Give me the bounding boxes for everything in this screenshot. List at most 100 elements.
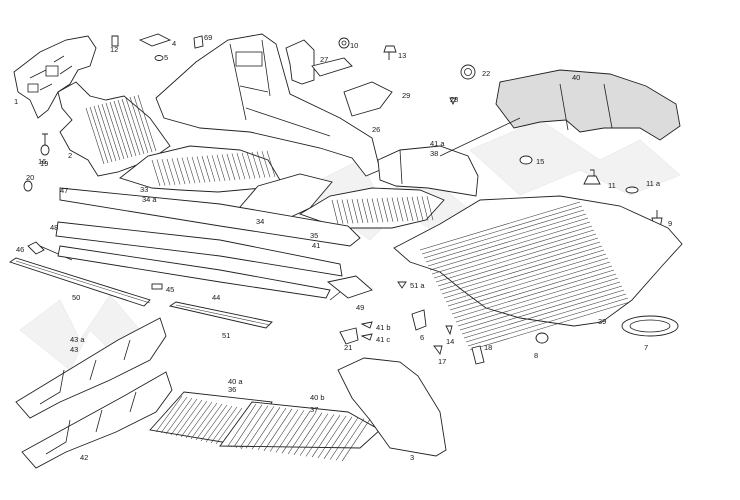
callout-c12: 12 — [110, 45, 118, 54]
callout-c47: 47 — [60, 186, 68, 195]
part-3-side-panel — [337, 357, 447, 457]
plug-11a — [625, 186, 639, 194]
clip-20 — [23, 180, 33, 192]
part-7-ring — [621, 315, 679, 337]
part-1-firewall-insulation — [13, 35, 97, 119]
clip-41b — [360, 321, 373, 329]
part-47-sill-cover — [59, 187, 361, 247]
part-29-tunnel-mat — [343, 81, 393, 117]
callout-c50: 50 — [72, 293, 80, 302]
callout-c33: 33 — [140, 185, 148, 194]
part-38-rear-tunnel-cover — [377, 145, 479, 197]
callout-c11: 11 — [608, 181, 616, 190]
callout-c6: 6 — [420, 333, 424, 342]
callout-c9: 9 — [668, 219, 672, 228]
callout-c38: 38 — [430, 149, 438, 158]
callout-c7: 7 — [644, 343, 648, 352]
callout-c3: 3 — [410, 453, 414, 462]
part-18 — [471, 345, 485, 365]
clip-14 — [445, 325, 453, 336]
plug-15 — [519, 155, 533, 165]
callout-c48: 48 — [50, 223, 58, 232]
callout-c41a: 41 a — [430, 139, 445, 148]
callout-c39: 39 — [598, 317, 606, 326]
part-44-sill-strip — [57, 245, 331, 299]
grommet-10 — [338, 37, 350, 49]
callout-c28: 28 — [450, 95, 458, 104]
callout-c10: 10 — [350, 41, 358, 50]
part-45-clip — [151, 283, 163, 290]
part-8-plug — [535, 332, 549, 344]
callout-c8: 8 — [534, 351, 538, 360]
callout-c69: 69 — [204, 33, 212, 42]
callout-c29: 29 — [402, 91, 410, 100]
callout-c40: 40 — [572, 73, 580, 82]
callout-c26: 26 — [372, 125, 380, 134]
callout-c41b: 41 b — [376, 323, 391, 332]
grommet-22 — [460, 64, 476, 80]
callout-c27: 27 — [320, 55, 328, 64]
callout-c44: 44 — [212, 293, 220, 302]
callout-c51a: 51 a — [410, 281, 425, 290]
part-49-bracket — [326, 275, 373, 301]
part-27-bracket — [285, 39, 353, 85]
part-50-sill-strip — [8, 257, 151, 307]
part-40-wheel-arch-cover — [495, 69, 681, 141]
clip-5 — [154, 55, 164, 61]
callout-c43: 43 — [70, 345, 78, 354]
screw-13 — [383, 45, 397, 60]
callout-c5: 5 — [164, 53, 168, 62]
part-42-side-panel — [21, 371, 173, 469]
part-43-side-panel — [15, 317, 167, 419]
callout-c16: 16 — [38, 157, 46, 166]
pad-4 — [138, 33, 172, 47]
clip-41c — [360, 333, 373, 341]
fitting-11 — [583, 169, 601, 185]
part-35-rear-floor-mat — [298, 187, 445, 229]
small-hardware-bottom — [339, 281, 485, 365]
callout-c19: 19 — [40, 159, 48, 168]
clip-69 — [193, 35, 204, 49]
clip-28 — [449, 97, 457, 106]
small-hardware-top — [23, 33, 663, 229]
callout-c11a: 11 a — [646, 179, 661, 188]
callout-c43a: 43 a — [70, 335, 85, 344]
callout-c34a: 34 a — [142, 195, 157, 204]
callout-c17: 17 — [438, 357, 446, 366]
callout-c4: 4 — [172, 39, 176, 48]
callout-c40b: 40 b — [310, 393, 325, 402]
callout-c51: 51 — [222, 331, 230, 340]
callout-c41: 41 — [312, 241, 320, 250]
part-26-tunnel-console — [155, 33, 381, 177]
part-37-rear-floor-mat — [219, 401, 381, 462]
part-39-luggage-mat — [393, 195, 683, 351]
callout-c45: 45 — [166, 285, 174, 294]
part-48-sill-panel — [55, 221, 343, 277]
callout-c41c: 41 c — [376, 335, 390, 344]
callout-c14: 14 — [446, 337, 454, 346]
part-51-step-plate — [168, 301, 273, 329]
part-2-front-floor-mat-left — [57, 81, 171, 177]
callout-c22: 22 — [482, 69, 490, 78]
callout-c15: 15 — [536, 157, 544, 166]
plug-19 — [40, 144, 50, 156]
callout-c46: 46 — [16, 245, 24, 254]
callout-c37: 37 — [310, 405, 318, 414]
clip-17 — [433, 345, 443, 356]
clip-51a — [397, 281, 407, 289]
callout-c21: 21 — [344, 343, 352, 352]
callout-c36: 36 — [228, 385, 236, 394]
callout-c20: 20 — [26, 173, 34, 182]
part-6 — [411, 309, 427, 331]
callout-c2: 2 — [68, 151, 72, 160]
part-21 — [339, 327, 359, 345]
callout-c35: 35 — [310, 231, 318, 240]
clip-12 — [111, 35, 119, 47]
callout-c49: 49 — [356, 303, 364, 312]
callout-c18: 18 — [484, 343, 492, 352]
callout-c1: 1 — [14, 97, 18, 106]
callout-c34: 34 — [256, 217, 264, 226]
